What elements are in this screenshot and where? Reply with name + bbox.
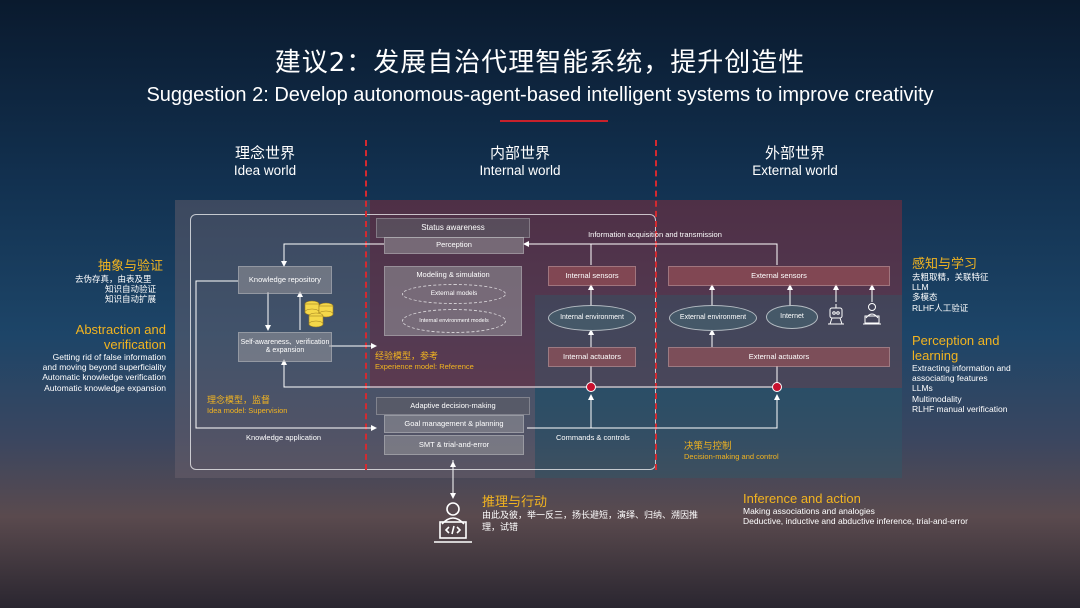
programmer-icon (430, 500, 476, 546)
decision-control-label: 决策与控制 Decision-making and control (684, 438, 779, 461)
perception-line-zh: LLM (912, 282, 929, 293)
junction-dot (772, 382, 782, 392)
inference-section-en: Inference and action Making associations… (743, 491, 1073, 526)
perception-box: Perception (384, 237, 524, 254)
junction-dot (586, 382, 596, 392)
internal-actuators-box: Internal actuators (548, 347, 636, 367)
perception-section-en: Perception and learning Extracting infor… (912, 333, 1032, 414)
abstraction-line-zh: 知识自动验证 (105, 284, 157, 295)
knowledge-repository-box: Knowledge repository (238, 266, 332, 294)
info-acquisition-label: Information acquisition and transmission (588, 230, 722, 239)
column-label-en: External world (752, 163, 838, 178)
idea-model-en: Idea model: Supervision (207, 406, 288, 415)
perception-section: 感知与学习 去粗取精，关联特征 LLM 多模态 RLHF人工验证 (912, 253, 1072, 313)
abstraction-line-zh: 去伪存真，由表及里 (75, 274, 152, 284)
external-actuators-box: External actuators (668, 347, 890, 367)
adaptive-decision-box: Adaptive decision-making (376, 397, 530, 415)
status-awareness-box: Status awareness (376, 218, 530, 238)
divider-right (655, 140, 657, 470)
page-title-en: Suggestion 2: Develop autonomous-agent-b… (146, 84, 934, 106)
perception-heading-zh: 感知与学习 (912, 257, 978, 272)
perception-line-en: Extracting information and associating f… (912, 363, 1011, 384)
external-environment-ellipse: External environment (669, 305, 757, 331)
internal-env-models-ellipse: Internal environment models (402, 309, 506, 333)
abstraction-heading-zh: 抽象与验证 (98, 259, 164, 274)
perception-heading-en: Perception and learning (912, 333, 1000, 363)
knowledge-application-label: Knowledge application (246, 433, 322, 442)
column-internal-world: 内部世界 Internal world (440, 142, 600, 178)
decision-control-en: Decision-making and control (684, 452, 779, 461)
self-awareness-box: Self-awareness、verification & expansion (238, 332, 332, 362)
column-external-world: 外部世界 External world (715, 142, 875, 178)
perception-line-zh: RLHF人工验证 (912, 302, 969, 313)
inference-text-zh: 由此及彼，举一反三，扬长避短，演绎、归纳、溯因推理，试错 (482, 510, 699, 532)
internet-cloud: Internet (766, 305, 818, 329)
abstraction-line-en: Getting rid of false information and mov… (42, 352, 166, 373)
column-label-en: Idea world (233, 163, 297, 178)
column-label-zh: 外部世界 (764, 144, 825, 162)
internal-environment-ellipse: Internal environment (548, 305, 636, 331)
smt-box: SMT & trial-and-error (384, 435, 524, 455)
inference-line-en: Deductive, inductive and abductive infer… (743, 516, 968, 527)
column-idea-world: 理念世界 Idea world (190, 142, 340, 178)
abstraction-line-zh: 知识自动扩展 (105, 294, 157, 305)
abstraction-section-en: Abstraction and verification Getting rid… (40, 322, 166, 393)
experience-model-label: 经验模型，参考 Experience model: Reference (375, 349, 474, 371)
external-sensors-box: External sensors (668, 266, 890, 286)
title-underline (500, 120, 608, 122)
commands-controls-label: Commands & controls (556, 433, 630, 442)
divider-left (365, 140, 367, 470)
decision-control-zh: 决策与控制 (684, 441, 732, 452)
abstraction-line-en: Automatic knowledge verification (42, 372, 166, 383)
perception-line-en: RLHF manual verification (912, 403, 1008, 414)
column-label-zh: 理念世界 (234, 144, 295, 162)
perception-line-en: LLMs (912, 383, 933, 394)
inference-section-zh: 推理与行动 由此及彼，举一反三，扬长避短，演绎、归纳、溯因推理，试错 (482, 491, 712, 533)
modeling-simulation-label: Modeling & simulation (416, 270, 490, 279)
robot-icon (826, 302, 846, 326)
column-label-en: Internal world (479, 163, 561, 178)
abstraction-heading-en: Abstraction and verification (75, 322, 166, 352)
external-models-ellipse: External models (402, 284, 506, 304)
inference-line-en: Making associations and analogies (743, 506, 875, 516)
perception-line-zh: 去粗取精，关联特征 (912, 272, 989, 282)
abstraction-line-en: Automatic knowledge expansion (44, 382, 166, 393)
inference-heading-zh: 推理与行动 (482, 495, 548, 510)
perception-line-zh: 多模态 (912, 292, 938, 303)
internal-sensors-box: Internal sensors (548, 266, 636, 286)
perception-line-en: Multimodality (912, 393, 962, 404)
idea-model-label: 理念模型，监督 Idea model: Supervision (207, 393, 287, 415)
experience-model-zh: 经验模型，参考 (375, 352, 439, 362)
column-label-zh: 内部世界 (489, 144, 550, 162)
database-icon (302, 298, 338, 328)
goal-management-box: Goal management & planning (384, 415, 524, 433)
page-title-zh: 建议2：发展自治代理智能系统，提升创造性 (274, 48, 806, 78)
idea-model-zh: 理念模型，监督 (207, 396, 271, 406)
person-computer-icon (862, 302, 882, 326)
abstraction-section: 抽象与验证 去伪存真，由表及里 知识自动验证 知识自动扩展 (20, 255, 166, 305)
experience-model-en: Experience model: Reference (375, 362, 474, 371)
inference-heading-en: Inference and action (743, 491, 861, 506)
